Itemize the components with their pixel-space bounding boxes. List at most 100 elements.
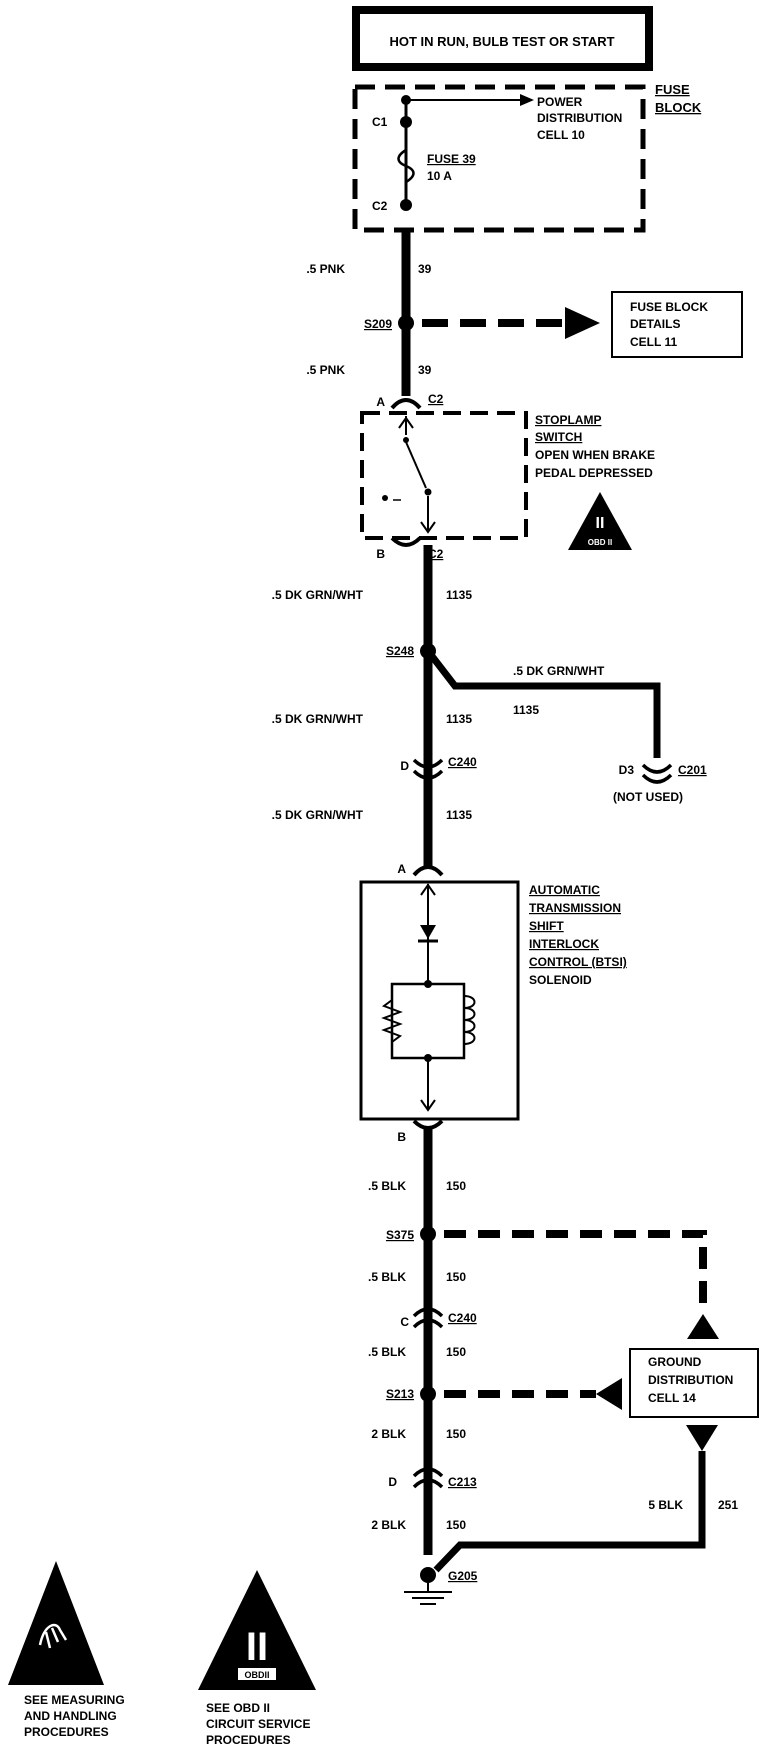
- stoplamp-name-1: STOPLAMP: [535, 413, 601, 427]
- ground-distribution-box: GROUND DISTRIBUTION CELL 14: [629, 1348, 759, 1418]
- splice-s375-label: S375: [386, 1228, 414, 1242]
- solenoid-name-1: AUTOMATIC: [529, 883, 600, 897]
- obd-caption-3: PROCEDURES: [206, 1733, 291, 1747]
- c201-label: C201: [678, 763, 707, 777]
- wire-8-number: 150: [446, 1345, 466, 1359]
- fuse-name: FUSE 39: [427, 152, 476, 166]
- diode-icon: [420, 925, 436, 939]
- splice-s213-label: S213: [386, 1387, 414, 1401]
- stoplamp-conn-top: C2: [428, 392, 444, 406]
- arrow-left-icon: [596, 1378, 622, 1410]
- wire-1-number: 39: [418, 262, 432, 276]
- obd-legend-numeral: II: [246, 1625, 268, 1669]
- stoplamp-pin-b: B: [376, 547, 385, 561]
- ground-dist-line2: DISTRIBUTION: [648, 1373, 733, 1387]
- fuse-details-line1: FUSE BLOCK: [630, 300, 708, 314]
- c2-label: C2: [372, 199, 388, 213]
- wire-1-gauge: .5 PNK: [306, 262, 345, 276]
- obd-small-numeral: II: [596, 515, 605, 532]
- wire-3-number: 1135: [446, 588, 472, 602]
- obd-legend-badge: OBDII: [244, 1670, 269, 1680]
- arrow-right-icon: [520, 94, 534, 106]
- c2-terminal: [400, 199, 412, 211]
- splice-s209-label: S209: [364, 317, 392, 331]
- arrow-up-icon: [687, 1314, 719, 1339]
- wire-251: [433, 1451, 706, 1573]
- connector-bottom-icon: [412, 1119, 444, 1130]
- btsi-solenoid: A B AUTOMATIC TRANSMISSION SHIFT INTERLO…: [359, 862, 627, 1144]
- c201-note: (NOT USED): [613, 790, 683, 804]
- stoplamp-desc-2: PEDAL DEPRESSED: [535, 466, 653, 480]
- c1-terminal: [400, 116, 412, 128]
- obd-small-caption: OBD II: [588, 538, 612, 547]
- connector-top-icon: [412, 865, 444, 877]
- power-dist-line1: POWER: [537, 95, 583, 109]
- connector-bottom-icon: [390, 536, 422, 547]
- connector-c240b-icon: [412, 1307, 444, 1329]
- wire-4-gauge: .5 DK GRN/WHT: [272, 712, 364, 726]
- c240b-pin: C: [400, 1315, 409, 1329]
- switch-arm: [405, 441, 427, 489]
- ground-g205: G205: [404, 1567, 478, 1605]
- c213-label: C213: [448, 1475, 477, 1489]
- header-box: HOT IN RUN, BULB TEST OR START: [352, 6, 653, 71]
- esd-caption-2: AND HANDLING: [24, 1709, 117, 1723]
- c240b-label: C240: [448, 1311, 477, 1325]
- wire-8-gauge: .5 BLK: [368, 1345, 406, 1359]
- obd-caption-2: CIRCUIT SERVICE: [206, 1717, 310, 1731]
- header-title: HOT IN RUN, BULB TEST OR START: [389, 34, 614, 49]
- ground-dist-line3: CELL 14: [648, 1391, 696, 1405]
- solenoid-pin-b: B: [397, 1130, 406, 1144]
- solenoid-name-4: INTERLOCK: [529, 937, 599, 951]
- fuse-symbol-icon: [397, 148, 415, 184]
- connector-c201-icon: [641, 763, 673, 784]
- obd-ii-legend: II OBDII SEE OBD II CIRCUIT SERVICE PROC…: [198, 1570, 316, 1747]
- wire-6-gauge: .5 BLK: [368, 1179, 406, 1193]
- fuse-details-line3: CELL 11: [630, 335, 677, 349]
- splice-s375: [420, 1226, 436, 1242]
- arrow-right-icon: [565, 307, 600, 339]
- wire-9-number: 150: [446, 1427, 466, 1441]
- c213-pin: D: [388, 1475, 397, 1489]
- wire-3-gauge: .5 DK GRN/WHT: [272, 588, 364, 602]
- wire-10-gauge: 2 BLK: [371, 1518, 406, 1532]
- solenoid-name-6: SOLENOID: [529, 973, 592, 987]
- wire-5-gauge: .5 DK GRN/WHT: [272, 808, 364, 822]
- stoplamp-pin-a: A: [376, 395, 385, 409]
- stoplamp-name-2: SWITCH: [535, 430, 582, 444]
- wire-2-gauge: .5 PNK: [306, 363, 345, 377]
- branch-number: 1135: [513, 703, 539, 717]
- ground-label: G205: [448, 1569, 478, 1583]
- c1-label: C1: [372, 115, 388, 129]
- c240-pin-d: D: [400, 759, 409, 773]
- arrow-down-icon: [686, 1425, 718, 1451]
- resistor-icon: [381, 999, 403, 1043]
- fuse-details-line2: DETAILS: [630, 317, 680, 331]
- wire-9-gauge: 2 BLK: [371, 1427, 406, 1441]
- obd-ii-small-icon: II OBD II: [568, 492, 632, 550]
- c240-label: C240: [448, 755, 477, 769]
- coil-icon: [463, 995, 476, 1045]
- esd-hand-icon: [8, 1561, 104, 1685]
- connector-top-icon: [390, 398, 422, 410]
- wire-11-number: 251: [718, 1498, 738, 1512]
- solenoid-name-2: TRANSMISSION: [529, 901, 621, 915]
- splice-s248-label: S248: [386, 644, 414, 658]
- wire-4-number: 1135: [446, 712, 472, 726]
- fuse-rating: 10 A: [427, 169, 452, 183]
- stoplamp-switch: A C2 B C2 STOPLAMP SWITCH OPEN WHEN BRAK…: [360, 392, 655, 561]
- obd-ii-icon: [198, 1570, 316, 1690]
- ground-dist-line1: GROUND: [648, 1355, 702, 1369]
- power-dist-line3: CELL 10: [537, 128, 585, 142]
- obd-caption-1: SEE OBD II: [206, 1701, 270, 1715]
- solenoid-name-3: SHIFT: [529, 919, 564, 933]
- solenoid-name-5: CONTROL (BTSI): [529, 955, 627, 969]
- wire-6-number: 150: [446, 1179, 466, 1193]
- wire-7-gauge: .5 BLK: [368, 1270, 406, 1284]
- wire-7-number: 150: [446, 1270, 466, 1284]
- connector-c240-icon: [412, 758, 444, 780]
- esd-caption-1: SEE MEASURING: [24, 1693, 125, 1707]
- splice-s209: [398, 315, 414, 331]
- wire-11-gauge: 5 BLK: [648, 1498, 683, 1512]
